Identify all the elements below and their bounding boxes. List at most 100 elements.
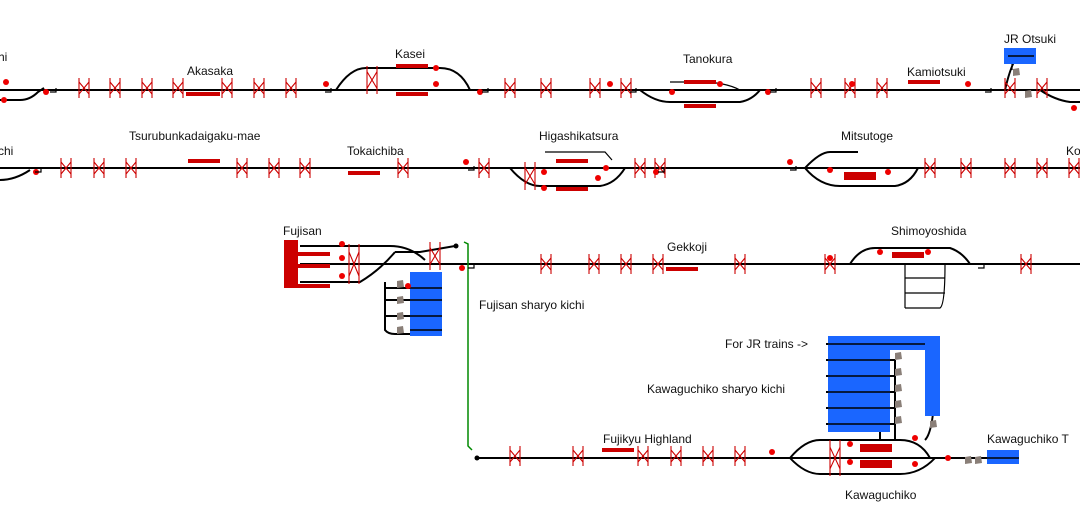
level-crossing-icon (810, 78, 822, 98)
signal-icon (925, 249, 931, 255)
signal-icon (603, 165, 609, 171)
level-crossing-icon (93, 158, 105, 178)
level-crossing-icon (1068, 158, 1080, 178)
station-shimoyoshida: Shimoyoshida (891, 224, 967, 238)
buffer-stop-icon (895, 368, 902, 376)
level-crossing-icon (924, 158, 936, 178)
station-higashikatsura: Higashikatsura (539, 129, 619, 143)
track-end-mark (35, 168, 42, 173)
level-crossing-icon (702, 446, 714, 466)
signal-icon (595, 175, 601, 181)
station-tokaichiba: Tokaichiba (347, 144, 404, 158)
platform-kasei-b (396, 92, 428, 96)
level-crossing-icon (285, 78, 297, 98)
signal-icon (769, 449, 775, 455)
signal-icon (405, 283, 411, 289)
signal-icon (339, 255, 345, 261)
station-left-edge-top: hi (0, 50, 8, 64)
buffer-stop-icon (397, 326, 404, 334)
level-crossing-icon (78, 78, 90, 98)
signal-icon (827, 167, 833, 173)
signal-icon (945, 455, 951, 461)
level-crossing-icon (397, 158, 409, 178)
signal-icon (877, 249, 883, 255)
track-end-mark (658, 168, 665, 173)
level-crossing-icon (1004, 78, 1016, 98)
buffer-stop-icon (397, 296, 404, 304)
buffer-stops (397, 68, 1032, 464)
signal-icon (717, 81, 723, 87)
signal-icon (787, 159, 793, 165)
signal-icon (433, 81, 439, 87)
level-crossing-icon (734, 254, 746, 274)
level-crossing-icon (236, 158, 248, 178)
track-end-mark (630, 88, 637, 93)
platform-fujikyu-highland (602, 448, 634, 452)
level-crossing-icon (509, 446, 521, 466)
level-crossing-icon (524, 162, 536, 190)
signal-icon (912, 435, 918, 441)
kawaguchiko-t-depot (987, 450, 1019, 464)
level-crossing-icon (620, 254, 632, 274)
level-crossing-icon (634, 158, 646, 178)
platform-akasaka (186, 92, 220, 96)
track-end-mark (790, 166, 797, 171)
track-end-mark (482, 88, 489, 93)
station-kawaguchiko: Kawaguchiko (845, 488, 917, 502)
platform-tanokura-a (684, 80, 716, 84)
label-for-jr-trains: For JR trains -> (725, 337, 809, 351)
signal-icon (3, 79, 9, 85)
level-crossing-icon (221, 78, 233, 98)
buffer-stop-icon (397, 280, 404, 288)
buffer-stop-icon (397, 312, 404, 320)
track-end-mark (770, 88, 777, 93)
signal-icon (607, 81, 613, 87)
level-crossing-icon (1036, 158, 1048, 178)
level-crossing-icon (1004, 158, 1016, 178)
level-crossing-icon (670, 446, 682, 466)
level-crossing-icon (734, 446, 746, 466)
level-crossing-icon (504, 78, 516, 98)
buffer-stop-icon (930, 420, 937, 428)
track-ends (35, 88, 992, 461)
signal-icon (669, 89, 675, 95)
station-left-edge-mid: chi (0, 144, 14, 158)
signal-icon (459, 265, 465, 271)
buffer-stop-icon (895, 384, 902, 392)
main-line-row-2 (0, 151, 1080, 187)
track-end-mark (468, 264, 475, 269)
platform-tanokura-b (684, 104, 716, 108)
platform-kawaguchiko-a (860, 444, 892, 452)
signal-icon (323, 81, 329, 87)
station-mitsutoge: Mitsutoge (841, 129, 894, 143)
level-crossing-icon (172, 78, 184, 98)
level-crossing-icon (540, 254, 552, 274)
signal-icon (1, 97, 7, 103)
level-crossing-icon (829, 440, 841, 476)
depot-link-line (463, 241, 473, 451)
signals (1, 65, 1077, 467)
station-kasei: Kasei (395, 47, 426, 61)
track-end-dot (474, 455, 480, 461)
level-crossing-icon (268, 158, 280, 178)
track-end-mark (978, 264, 985, 269)
platforms (186, 64, 940, 468)
signal-icon (965, 81, 971, 87)
station-fujikyu-highland: Fujikyu Highland (603, 432, 692, 446)
station-gekkoji: Gekkoji (667, 240, 708, 254)
level-crossing-icon (1036, 78, 1048, 98)
level-crossing-icon (299, 158, 311, 178)
signal-icon (847, 441, 853, 447)
signal-icon (847, 459, 853, 465)
signal-icon (765, 89, 771, 95)
signal-icon (541, 185, 547, 191)
station-right-edge-mid: Ko (1066, 144, 1080, 158)
station-tsurubunkadaigaku-mae: Tsurubunkadaigaku-mae (129, 129, 261, 143)
level-crossing-icon (589, 78, 601, 98)
platform-kawaguchiko-b (860, 460, 892, 468)
station-akasaka: Akasaka (187, 64, 234, 78)
level-crossing-icon (844, 78, 856, 98)
station-tanokura: Tanokura (683, 52, 733, 66)
